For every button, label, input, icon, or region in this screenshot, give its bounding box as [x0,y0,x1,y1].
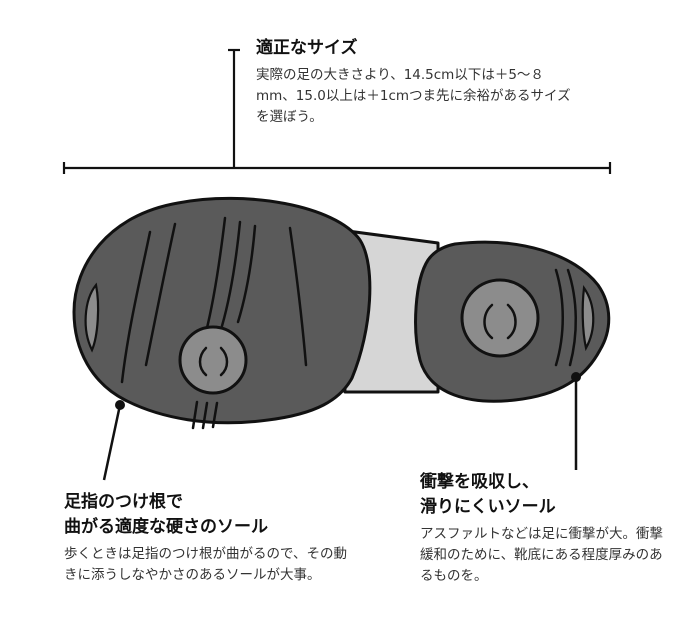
heel-pad [460,278,540,358]
sole-forefoot-section [72,196,372,425]
shock-sole-title-line2: 滑りにくいソール [420,497,556,517]
toe-sole-title-line1: 足指のつけ根で [64,492,183,512]
heel-edge-groove [581,285,595,352]
forefoot-pad-mark-right [219,346,229,377]
proper-size-title: 適正なサイズ [256,38,358,58]
proper-size-description: 実際の足の大きさより、14.5cm以下は＋5〜８mm、15.0以上は＋1cmつま… [256,67,571,125]
toe-sole-callout: 足指のつけ根で 曲がる適度な硬さのソール 歩くときは足指のつけ根が曲がるので、そ… [64,490,354,586]
forefoot-pad [178,325,248,395]
heel-tread-lines [554,268,577,367]
shock-sole-description: アスファルトなどは足に衝撃が大。衝撃緩和のために、靴底にある程度厚みのあるものを… [420,526,663,584]
heel-pad-mark-left [483,303,494,340]
toe-sole-leader [102,400,125,481]
shock-sole-callout: 衝撃を吸収し、 滑りにくいソール アスファルトなどは足に衝撃が大。衝撃緩和のため… [420,470,670,587]
shock-sole-leader [571,372,581,470]
forefoot-pad-mark-left [198,346,208,377]
forefoot-tread-lines [120,216,308,430]
toe-sole-title-line2: 曲がる適度な硬さのソール [64,517,268,537]
proper-size-callout: 適正なサイズ 実際の足の大きさより、14.5cm以下は＋5〜８mm、15.0以上… [256,36,576,128]
size-dimension-line [62,48,612,174]
toe-sole-description: 歩くときは足指のつけ根が曲がるので、その動きに添うしなやかさのあるソールが大事。 [64,546,347,583]
heel-pad-mark-right [506,303,517,340]
forefoot-toe-groove [84,282,100,353]
shock-sole-title-line1: 衝撃を吸収し、 [420,472,539,492]
